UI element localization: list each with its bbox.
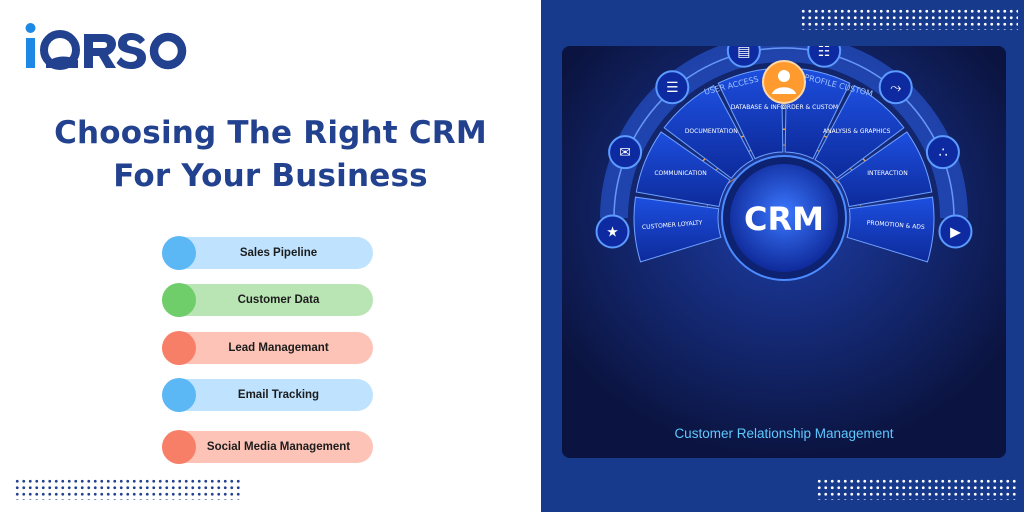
crm-hub-label: CRM: [744, 200, 824, 238]
megaphone-icon: [938, 214, 973, 249]
crm-diagram-card: CUSTOMER LOYALTY ★ COMMUNICATION ✉ DOCUMENTA…: [562, 46, 1006, 458]
segment-customer-loyalty: [633, 196, 722, 263]
decorative-dot-grid-bottom: [816, 478, 1018, 500]
segment-label: DOCUMENTATION: [685, 128, 738, 135]
feature-dot: [162, 283, 196, 317]
feature-pill-lead-management: Lead Managemant: [162, 331, 373, 365]
feature-pill-customer-data: Customer Data: [162, 283, 373, 317]
segment-analysis-graphics: [814, 84, 905, 179]
chat-bubble-icon: [608, 135, 643, 170]
feature-label: Social Media Management: [206, 441, 351, 453]
segment-label: DATABASE & INFO: [731, 104, 785, 111]
feature-pill-email-tracking: Email Tracking: [162, 378, 373, 412]
feature-dot: [162, 378, 196, 412]
feature-pill-sales-pipeline: Sales Pipeline: [162, 236, 373, 270]
feature-dot: [162, 236, 196, 270]
feature-label: Lead Managemant: [228, 342, 329, 354]
segment-interaction: [837, 131, 933, 208]
feature-label: Email Tracking: [237, 389, 320, 401]
segment-documentation: [663, 84, 754, 179]
network-icon-glyph: ∴: [938, 145, 947, 161]
segment-label: ORDER & CUSTOM: [782, 104, 838, 111]
feature-dot: [162, 430, 196, 464]
clipboard-icon-glyph: ☷: [818, 46, 831, 60]
logo-graphic: [25, 23, 187, 70]
segment-label: CUSTOMER LOYALTY: [642, 219, 703, 231]
feature-dot: [162, 331, 196, 365]
segment-label: PROMOTION & ADS: [867, 220, 926, 232]
line-chart-icon: [878, 70, 913, 105]
segment-communication: [635, 131, 731, 208]
database-icon: [726, 46, 761, 68]
diagram-caption: Customer Relationship Management: [674, 426, 894, 441]
segment-ring: CUSTOMER LOYALTY ★ COMMUNICATION ✉ DOCUMENTA…: [595, 46, 973, 263]
headline-line-2: For Your Business: [113, 158, 428, 194]
database-icon-glyph: ▤: [737, 46, 750, 60]
megaphone-icon-glyph: ▶: [950, 224, 961, 240]
line-chart-icon-glyph: ⤳: [890, 80, 901, 96]
handshake-star-icon: [595, 214, 630, 249]
handshake-star-icon-glyph: ★: [606, 224, 619, 240]
left-panel: Choosing The Right CRM For Your Business…: [0, 20, 541, 500]
clipboard-icon: [807, 46, 842, 68]
network-icon: [925, 135, 960, 170]
decorative-dot-grid: [14, 478, 240, 500]
feature-pill-social-media-management: Social Media Management: [162, 430, 373, 464]
document-icon-glyph: ☰: [666, 80, 679, 96]
brand-logo[interactable]: [22, 20, 192, 72]
segment-promotion-ads: [846, 196, 935, 263]
feature-label: Sales Pipeline: [239, 247, 318, 259]
decorative-dot-grid-top: [800, 8, 1018, 30]
feature-label: Customer Data: [237, 294, 320, 306]
segment-label: INTERACTION: [867, 170, 907, 177]
headline-line-1: Choosing The Right CRM: [54, 115, 487, 151]
crm-wheel: CUSTOMER LOYALTY ★ COMMUNICATION ✉ DOCUMENTA…: [562, 46, 1006, 458]
segment-label: ANALYSIS & GRAPHICS: [823, 128, 891, 135]
page-headline: Choosing The Right CRM For Your Business: [0, 112, 541, 198]
chat-bubble-icon-glyph: ✉: [619, 145, 631, 161]
segment-label: COMMUNICATION: [654, 170, 706, 177]
document-icon: [655, 70, 690, 105]
